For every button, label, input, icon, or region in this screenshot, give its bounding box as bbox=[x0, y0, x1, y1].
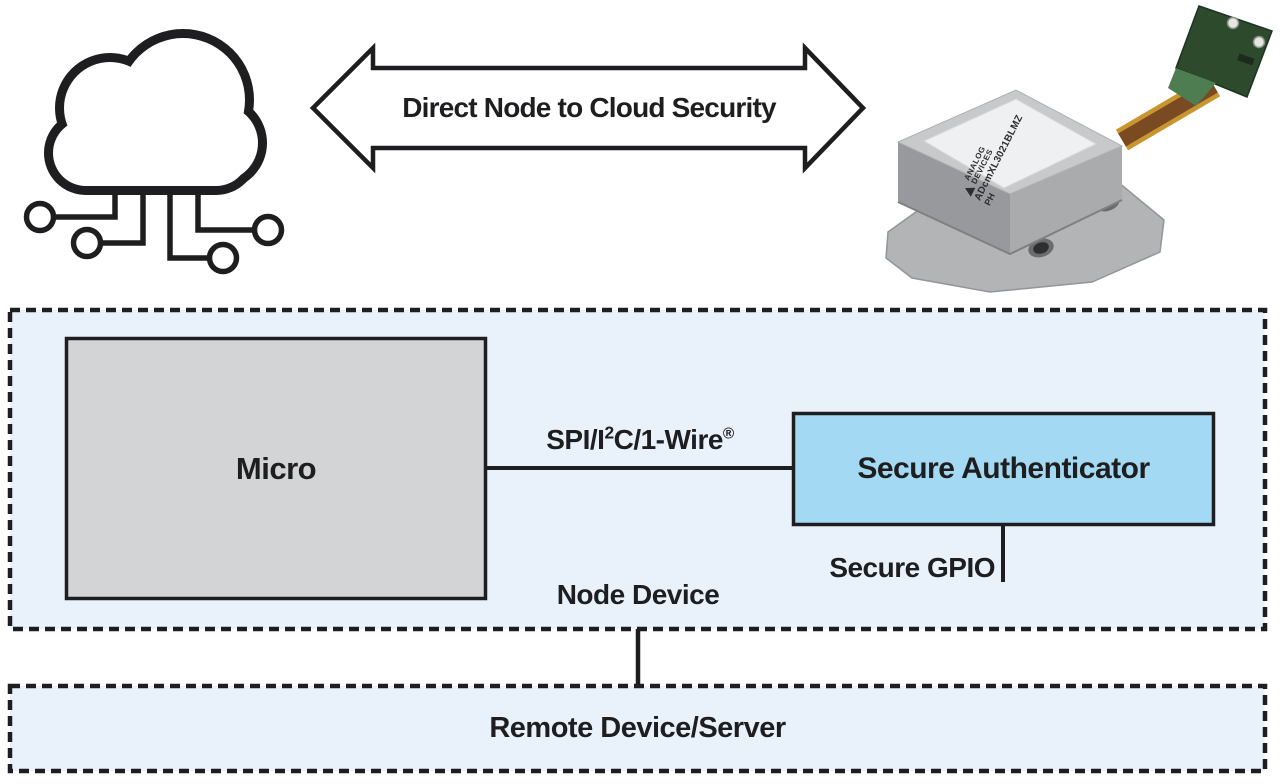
double-headed-arrow-icon bbox=[309, 42, 867, 174]
cloud-network-icon bbox=[23, 29, 285, 275]
micro-block bbox=[64, 336, 488, 601]
secure-gpio-label: Secure GPIO bbox=[829, 552, 995, 583]
module-label-sticker bbox=[922, 98, 1098, 189]
secure-authenticator-block bbox=[791, 411, 1216, 527]
sensor-module-photo bbox=[885, 5, 1273, 293]
bus-label-part2: C/1-Wire bbox=[613, 424, 724, 455]
bus-label-superscript: 2 bbox=[604, 422, 614, 443]
mounting-hole bbox=[1028, 238, 1054, 258]
remote-device-box bbox=[7, 683, 1268, 774]
bus-label-part1: SPI/I bbox=[546, 424, 605, 455]
bus-label: SPI/I2C/1-Wire® bbox=[470, 424, 810, 456]
pcb-board bbox=[1168, 5, 1273, 106]
registered-mark: ® bbox=[722, 425, 734, 443]
secure-authenticator-label: Secure Authenticator bbox=[857, 452, 1150, 485]
remote-device-label: Remote Device/Server bbox=[489, 712, 786, 744]
micro-label: Micro bbox=[235, 450, 317, 486]
node-device-label: Node Device bbox=[556, 579, 720, 610]
arrow-label: Direct Node to Cloud Security bbox=[402, 92, 776, 123]
